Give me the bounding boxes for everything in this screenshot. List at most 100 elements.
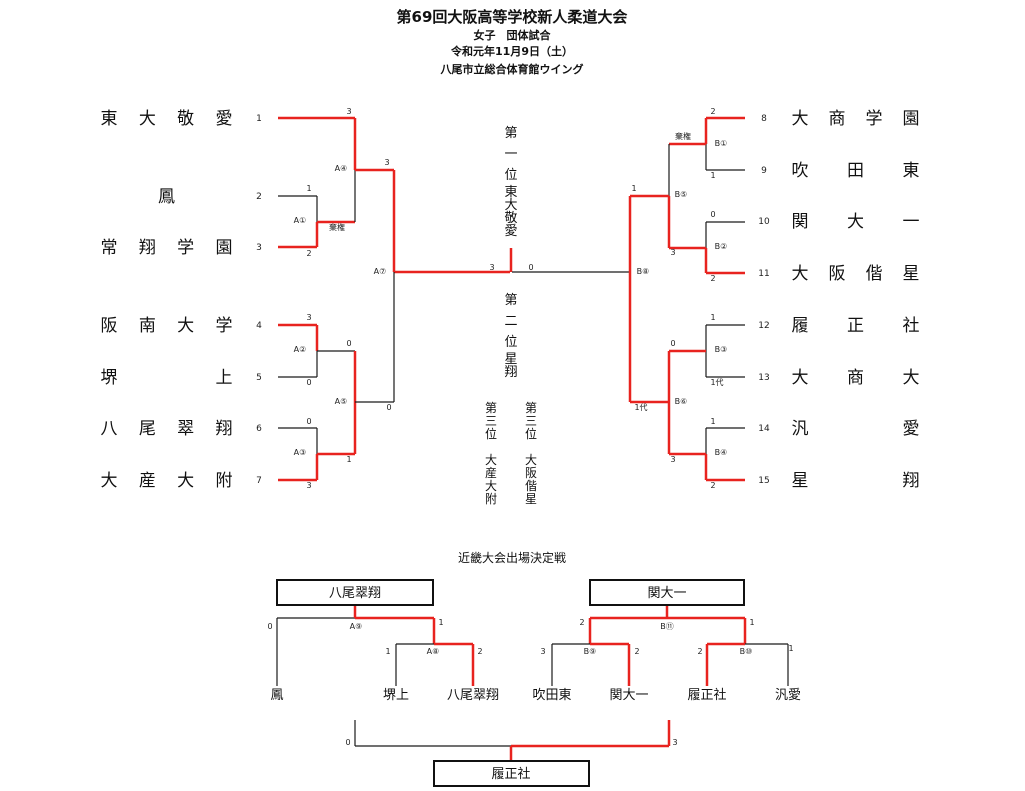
score: 3 — [540, 647, 545, 656]
team-name-char: 星 — [903, 264, 920, 284]
match-label: B② — [715, 242, 728, 251]
match-label: B⑩ — [740, 647, 753, 656]
score: 0 — [267, 622, 272, 631]
result-char: 第 — [504, 126, 517, 141]
match-label: B⑨ — [584, 647, 597, 656]
kinki-team: 八尾翠翔 — [447, 688, 499, 703]
final-score-right: 0 — [528, 263, 533, 272]
score: 2 — [579, 618, 584, 627]
score: 3 — [384, 158, 389, 167]
result-char: 大 — [485, 453, 497, 467]
score: 1 — [710, 417, 715, 426]
score: 0 — [386, 403, 391, 412]
team-name-char: 大 — [101, 471, 118, 491]
kinki-team: 堺上 — [383, 688, 409, 703]
result-char: 第 — [525, 401, 537, 415]
team-name-char: 南 — [139, 316, 156, 336]
result-char: 位 — [485, 426, 497, 441]
team-name-char: 東 — [903, 161, 920, 181]
final-score-left: 3 — [489, 263, 494, 272]
team-name-char: 商 — [829, 109, 846, 129]
score: 3 — [306, 313, 311, 322]
match-label: B① — [715, 139, 728, 148]
result-char: 敬 — [504, 210, 517, 226]
match-label: A⑧ — [427, 647, 440, 656]
score: 0 — [710, 210, 715, 219]
score: 3 — [672, 738, 677, 747]
event-date: 令和元年11月9日（土） — [450, 44, 573, 58]
result-char: 産 — [485, 465, 497, 480]
team-name-char: 堺 — [101, 368, 118, 388]
match-label: B⑪ — [660, 622, 674, 631]
tournament-title: 第69回大阪高等学校新人柔道大会 — [397, 8, 628, 26]
team-name-char: 汎 — [792, 419, 809, 439]
team-name-char: 偕 — [866, 264, 883, 284]
team-name-char: 附 — [216, 471, 233, 491]
score: 3 — [306, 481, 311, 490]
seed-number: 14 — [758, 424, 770, 434]
seed-number: 3 — [256, 243, 262, 253]
seed-number: 9 — [761, 166, 767, 176]
seed-number: 11 — [758, 269, 769, 279]
qualifier-team: 履正社 — [491, 766, 530, 782]
team-name-char: 園 — [903, 109, 920, 129]
score: 1 — [749, 618, 754, 627]
score: 3 — [670, 455, 675, 464]
result-char: 位 — [504, 335, 517, 350]
team-name-char: 愛 — [903, 419, 920, 439]
kinki-section: 近畿大会出場決定戦 八尾翠翔 関大一 履正社 鳳 堺上 八尾翠翔 吹田東 関大一… — [267, 550, 801, 787]
team-name-char: 大 — [177, 316, 194, 336]
match-label: A⑨ — [350, 622, 363, 631]
event-subtitle: 女子 団体試合 — [474, 28, 552, 42]
result-char: 阪 — [525, 466, 537, 480]
team-name-char: 尾 — [139, 419, 156, 439]
header: 第69回大阪高等学校新人柔道大会 女子 団体試合 令和元年11月9日（土） 八尾… — [397, 8, 628, 76]
kinki-bracket-lines — [276, 605, 789, 761]
score: 1 — [710, 171, 715, 180]
score: 1代 — [710, 377, 723, 387]
score: 1代 — [634, 402, 647, 412]
result-char: 翔 — [504, 365, 517, 380]
team-name-char: 敬 — [177, 109, 194, 129]
seed-number: 8 — [761, 114, 767, 124]
left-seeds: 1 2 3 4 5 6 7 — [256, 114, 262, 486]
team-name-char: 大 — [139, 109, 156, 129]
team-name-char: 学 — [216, 316, 233, 336]
team-name-char: 吹 — [792, 161, 809, 181]
kinki-team: 履正社 — [687, 687, 726, 703]
score: 0 — [346, 339, 351, 348]
team-name-char: 常 — [101, 238, 118, 258]
score: 2 — [306, 249, 311, 258]
kinki-team: 関大一 — [609, 688, 648, 703]
team-name-char: 一 — [903, 212, 920, 232]
match-label: B⑧ — [637, 267, 650, 276]
qualifier-box-bottom: 履正社 — [433, 760, 590, 787]
qualifier-team: 八尾翠翔 — [329, 586, 381, 601]
result-char: 附 — [485, 492, 497, 506]
team-name-char: 産 — [139, 471, 156, 491]
score: 0 — [670, 339, 675, 348]
seed-number: 4 — [256, 321, 262, 331]
kinki-teams: 鳳 堺上 八尾翠翔 吹田東 関大一 履正社 汎愛 — [270, 687, 801, 703]
team-name-char: 東 — [101, 109, 118, 129]
team-name-char: 阪 — [101, 316, 118, 336]
bracket-lines — [278, 116, 745, 482]
score: 0 — [306, 417, 311, 426]
team-name-char: 翔 — [139, 238, 156, 258]
match-label: A③ — [294, 448, 307, 457]
right-scores: 2 1 1 0 3 2 1 0 1代 1代 1 3 2 — [631, 107, 723, 490]
result-char: 位 — [525, 426, 537, 441]
team-name-char: 学 — [177, 238, 194, 258]
kinki-team: 鳳 — [270, 688, 283, 703]
right-team-names: 大商学園吹田東関大一大阪偕星履正社大商大汎愛星翔 — [792, 109, 920, 491]
match-label: A④ — [335, 164, 348, 173]
score: 1 — [710, 313, 715, 322]
team-name-char: 翔 — [216, 419, 233, 439]
team-name-char: 大 — [792, 368, 809, 388]
result-char: 大 — [525, 453, 537, 467]
seed-number: 2 — [256, 192, 262, 202]
score: 2 — [697, 647, 702, 656]
score: 0 — [345, 738, 350, 747]
